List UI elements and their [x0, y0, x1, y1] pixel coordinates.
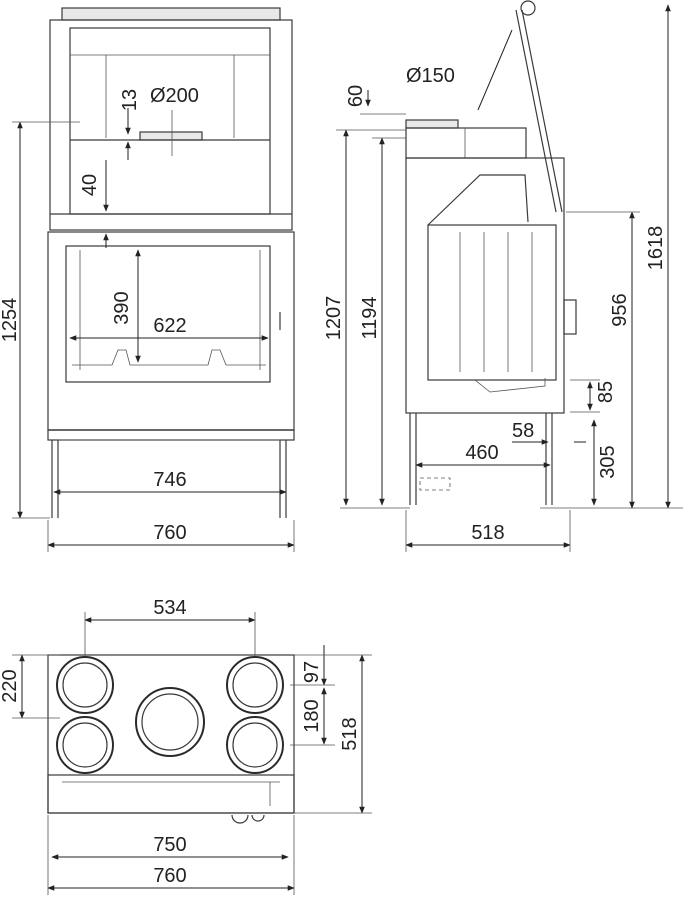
port-bottom-right [226, 716, 284, 774]
dim-1254-label: 1254 [0, 298, 21, 343]
dim-460-label: 460 [465, 442, 498, 464]
dim-60-label: 60 [345, 85, 367, 107]
side-baffle [427, 174, 529, 226]
dim-956-label: 956 [609, 293, 631, 326]
side-chamber [427, 224, 557, 381]
dim-1207-label: 1207 [323, 296, 345, 341]
dim-58-label: 58 [512, 420, 534, 442]
dim-85-label: 85 [595, 381, 617, 403]
front-view: 13 Ø200 40 390 622 1254 746 760 [0, 7, 295, 552]
port-top-right [226, 656, 284, 714]
hood-outline [49, 19, 293, 231]
port-bottom-left [56, 716, 114, 774]
side-hood [405, 127, 527, 159]
flue-leader [477, 29, 513, 111]
dim-622-label: 622 [153, 315, 186, 337]
lift-pivot [520, 0, 536, 16]
dim-750-label: 750 [153, 834, 186, 856]
flue-collar [139, 131, 203, 141]
dim-746-label: 746 [153, 469, 186, 491]
side-handle [563, 299, 577, 335]
side-flue-collar [405, 119, 459, 129]
top-cap [61, 7, 281, 21]
side-view: Ø150 60 1207 1194 1618 956 [323, 0, 683, 552]
top-view: 534 220 97 180 518 750 760 [0, 597, 372, 895]
flue-diameter-label: Ø200 [150, 85, 199, 107]
dim-97-label: 97 [301, 661, 323, 683]
dim-760-top-label: 760 [153, 865, 186, 887]
dim-13-label: 13 [119, 89, 141, 111]
glass-opening [65, 245, 271, 383]
side-ashpan [474, 378, 546, 393]
dim-534-label: 534 [153, 597, 186, 619]
dim-518-top-label: 518 [339, 717, 361, 750]
dim-1618-label: 1618 [645, 226, 667, 271]
side-body [405, 157, 565, 414]
side-flue-diameter-label: Ø150 [406, 65, 455, 87]
dim-390-label: 390 [111, 291, 133, 324]
door-lift-arm [515, 9, 563, 213]
dim-180-label: 180 [301, 699, 323, 732]
grate [72, 349, 266, 366]
dim-518-side-label: 518 [471, 522, 504, 544]
top-view-handle [231, 814, 265, 824]
dim-40-label: 40 [79, 174, 101, 196]
dim-220-label: 220 [0, 669, 21, 702]
dim-305-label: 305 [597, 445, 619, 478]
port-top-left [56, 656, 114, 714]
top-outline [47, 654, 295, 814]
dim-1194-label: 1194 [359, 296, 381, 339]
central-flue-port [135, 687, 205, 757]
dim-760-front-label: 760 [153, 522, 186, 544]
